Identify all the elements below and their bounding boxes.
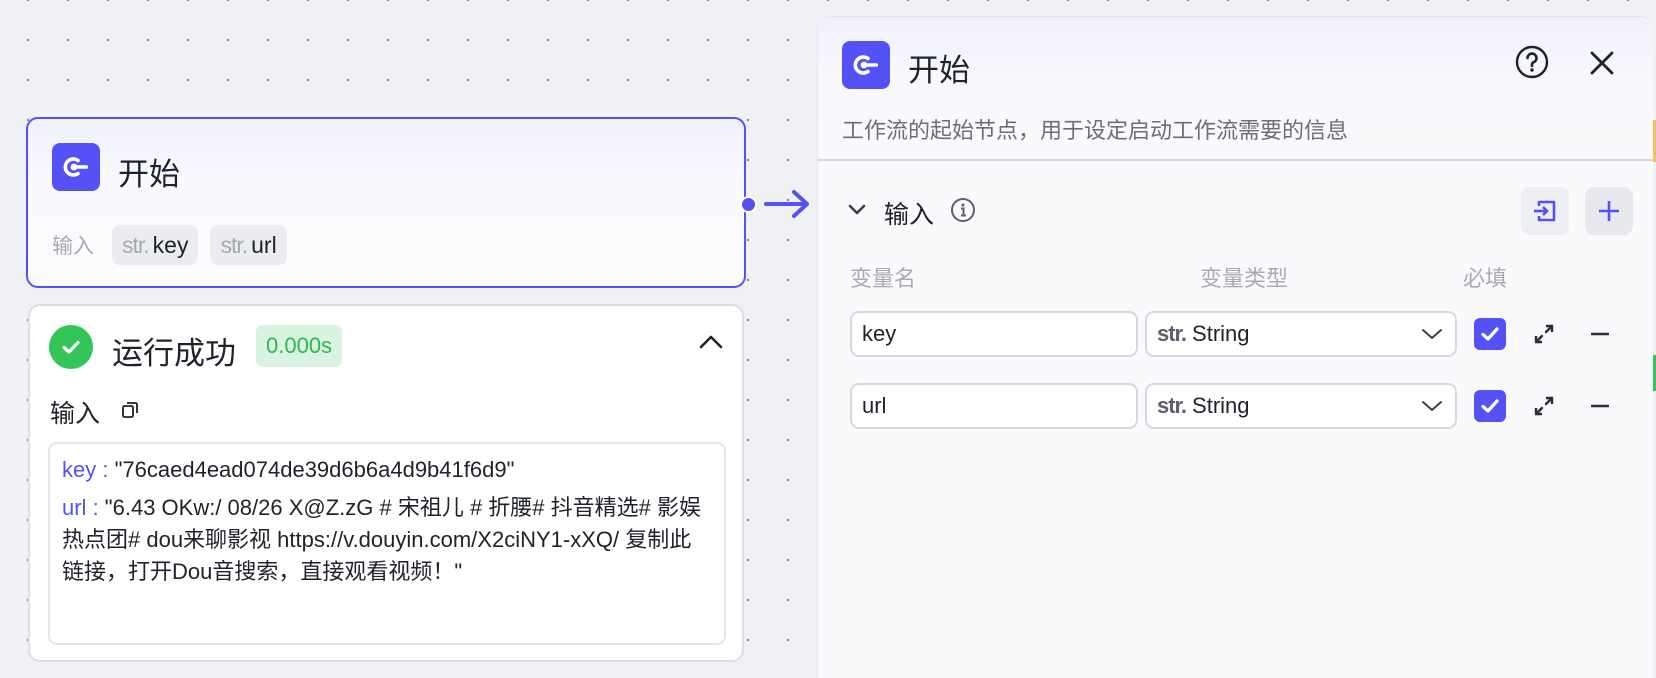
section-title: 输入 (884, 201, 935, 229)
value-text: "6.43 OKw:/ 08/26 X@Z.zG # 宋祖儿 # 折腰# 抖音精… (62, 495, 701, 584)
start-node-icon (842, 41, 890, 89)
run-result-card: 运行成功 0.000s 输入 key : "76caed4ead074de39d… (28, 304, 744, 662)
success-check-icon (49, 325, 93, 369)
value-sep: : (86, 495, 105, 520)
variable-type-select[interactable]: str. String (1145, 311, 1457, 357)
expand-button[interactable] (1532, 394, 1556, 423)
tag-name: url (251, 231, 277, 258)
plus-icon (1599, 201, 1619, 221)
import-icon (1534, 200, 1556, 222)
column-header-name: 变量名 (850, 266, 917, 291)
background-accent-green (1653, 355, 1656, 391)
type-label: String (1192, 321, 1250, 346)
remove-variable-button[interactable] (1588, 322, 1612, 351)
remove-variable-button[interactable] (1588, 394, 1612, 423)
panel-header: 开始 工作流的起始节点，用于设定启动工作流需要的信息 (818, 17, 1653, 161)
input-value-row: url : "6.43 OKw:/ 08/26 X@Z.zG # 宋祖儿 # 折… (62, 492, 712, 588)
help-circle-icon (1515, 45, 1549, 79)
variable-row: str. String (818, 383, 1653, 429)
checkmark-icon (1481, 327, 1499, 341)
expand-button[interactable] (1532, 322, 1556, 351)
copy-button[interactable] (120, 399, 140, 424)
edge-arrow-icon (764, 190, 809, 218)
type-prefix: str. (1157, 321, 1187, 346)
duration-badge: 0.000s (256, 325, 343, 367)
input-values-box: key : "76caed4ead074de39d6b6a4d9b41f6d9"… (48, 442, 726, 645)
value-sep: : (96, 457, 115, 482)
tag-name: key (152, 231, 189, 258)
variable-name-input[interactable] (850, 383, 1138, 429)
value-key: url (62, 495, 87, 520)
add-variable-button[interactable] (1585, 187, 1633, 235)
node-title: 开始 (118, 157, 180, 192)
type-prefix: str. (1157, 393, 1187, 418)
output-port-handle[interactable] (740, 196, 757, 213)
chevron-down-icon (1422, 401, 1442, 411)
column-header-type: 变量类型 (1200, 266, 1289, 291)
required-checkbox[interactable] (1474, 390, 1506, 422)
start-node-icon (52, 143, 100, 191)
result-input-label: 输入 (50, 400, 101, 428)
column-header-required: 必填 (1463, 266, 1508, 291)
minus-icon (1591, 332, 1609, 336)
expand-arrows-icon (1534, 324, 1554, 344)
variable-type-select[interactable]: str. String (1145, 383, 1457, 429)
node-inputs-label: 输入 (52, 235, 94, 258)
start-node[interactable]: 开始 输入 str. key str. url (26, 117, 746, 288)
expand-arrows-icon (1534, 396, 1554, 416)
value-key: key (62, 457, 97, 482)
background-accent-yellow (1653, 120, 1656, 162)
background-panel-edge (1653, 0, 1656, 678)
collapse-button[interactable] (698, 332, 724, 355)
tag-type: str. (220, 231, 248, 258)
tag-type: str. (122, 231, 150, 258)
variable-row: str. String (818, 311, 1653, 357)
value-text: "76caed4ead074de39d6b6a4d9b41f6d9" (114, 457, 515, 482)
run-status-text: 运行成功 (112, 336, 236, 371)
chevron-up-icon (699, 335, 723, 349)
help-button[interactable] (1514, 44, 1550, 85)
type-label: String (1192, 393, 1250, 418)
input-tag-url: str. url (210, 225, 287, 265)
input-tag-key: str. key (112, 225, 199, 265)
import-variables-button[interactable] (1521, 187, 1569, 235)
close-icon (1590, 51, 1614, 75)
input-value-row: key : "76caed4ead074de39d6b6a4d9b41f6d9" (62, 454, 712, 486)
copy-icon (122, 402, 138, 418)
chevron-down-icon (1422, 329, 1442, 339)
required-checkbox[interactable] (1474, 318, 1506, 350)
node-inputs: 输入 str. key str. url (52, 225, 287, 265)
minus-icon (1591, 404, 1609, 408)
variable-name-input[interactable] (850, 311, 1138, 357)
checkmark-icon (1481, 399, 1499, 413)
panel-title: 开始 (908, 53, 970, 88)
chevron-down-icon (848, 204, 866, 215)
close-button[interactable] (1588, 49, 1616, 82)
panel-description: 工作流的起始节点，用于设定启动工作流需要的信息 (842, 118, 1349, 143)
info-icon[interactable] (950, 197, 976, 228)
node-settings-panel: 开始 工作流的起始节点，用于设定启动工作流需要的信息 输入 (817, 16, 1654, 678)
section-toggle[interactable] (846, 202, 868, 223)
